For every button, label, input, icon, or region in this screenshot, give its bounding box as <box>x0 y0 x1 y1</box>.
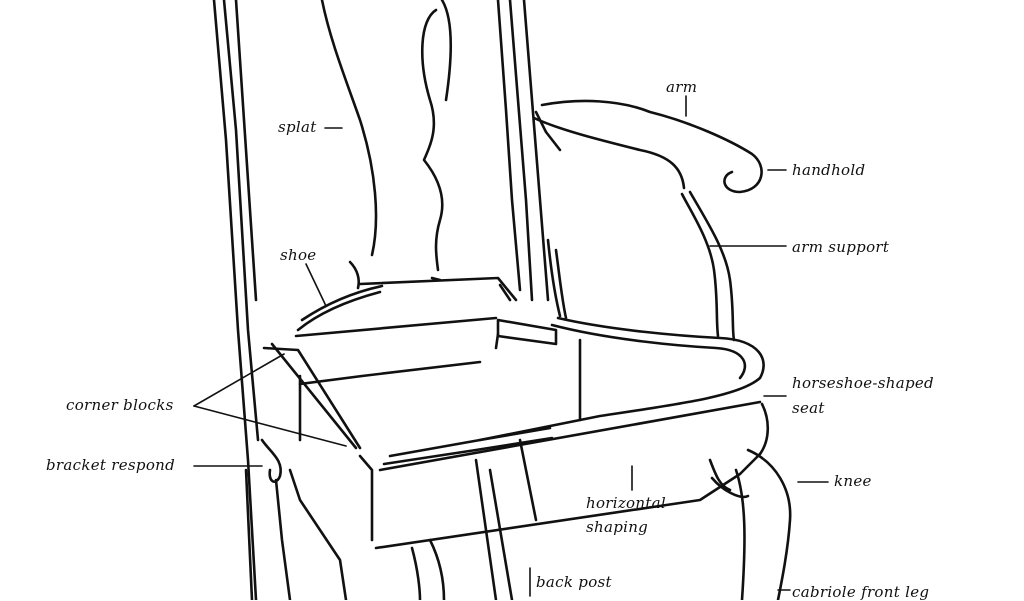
label-horizontal-shaping-line1: horizontal <box>586 494 667 512</box>
shoe <box>294 276 518 338</box>
right-stile <box>496 0 550 302</box>
seat <box>262 316 770 550</box>
label-arm-support: arm support <box>792 238 890 256</box>
label-bracket-respond: bracket respond <box>46 456 176 474</box>
leader-lines <box>193 95 829 597</box>
label-arm: arm <box>666 78 698 96</box>
left-stile <box>212 0 260 600</box>
label-back-post: back post <box>536 573 612 591</box>
label-shoe: shoe <box>280 246 317 264</box>
splat <box>320 0 453 290</box>
label-handhold: handhold <box>792 161 866 179</box>
label-corner-blocks: corner blocks <box>66 396 174 414</box>
label-knee: knee <box>834 472 872 490</box>
label-horseshoe-seat-line2: seat <box>792 399 825 417</box>
label-horizontal-shaping-line2: shaping <box>586 518 649 536</box>
label-cabriole-front-leg: cabriole front leg <box>792 583 930 601</box>
label-splat: splat <box>278 118 317 136</box>
label-horseshoe-seat-line1: horseshoe-shaped <box>792 374 934 392</box>
arm-support <box>546 190 736 342</box>
legs <box>260 438 792 600</box>
arm <box>532 99 763 194</box>
